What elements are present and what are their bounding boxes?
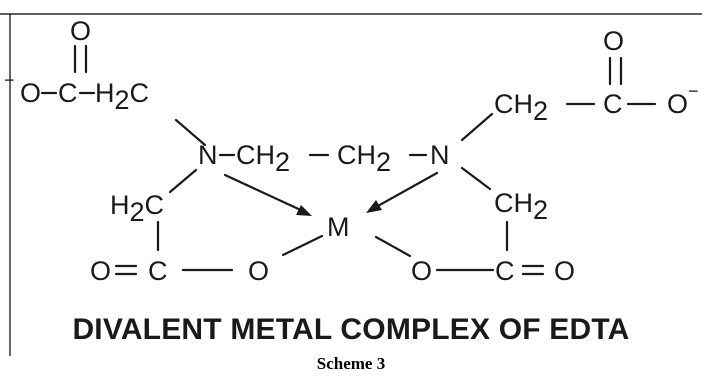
atom-h2c-lower-left: H2C [110,190,164,227]
atom-o-minus-left: O [20,78,41,108]
bond-m-o-right [374,235,412,258]
atom-n-left: N [198,140,218,170]
charge-minus-right: − [688,81,699,101]
atom-c-top-right: C [603,89,623,119]
atom-h2c-top-left: H2C [95,78,149,115]
bond-ch2-n-left [174,118,207,147]
atom-c-lower-right: C [495,256,515,286]
atom-ch2-bridge-right: CH2 [337,140,391,177]
atom-o-carbonyl-top-right: O [603,26,624,56]
atom-o-carbonyl-lower-right: O [554,256,575,286]
bond-n-h2c-lower-left [168,168,198,194]
atom-o-ring-left: O [248,256,269,286]
arrow-n-left-to-m [223,173,307,214]
bond-n-ch2-top-right [460,112,494,142]
scheme-caption: Scheme 3 [316,354,386,373]
atom-m-metal: M [327,212,350,242]
atom-o-carbonyl-top-left: O [70,16,91,46]
arrowhead-left [296,205,312,216]
atom-o-carbonyl-lower-left: O [90,256,111,286]
arrowhead-right [366,200,382,213]
atom-c-lower-left: C [148,256,168,286]
atom-ch2-bridge-left: CH2 [236,140,290,177]
atom-c-top-left: C [58,78,78,108]
atom-ch2-top-right: CH2 [494,89,548,126]
atom-n-right: N [430,140,450,170]
atom-ch2-lower-right: CH2 [494,188,548,225]
bond-o-m-left [281,234,324,257]
charge-minus-left: − [4,70,15,90]
arrow-n-right-to-m [374,171,439,209]
atom-o-minus-right: O [667,89,688,119]
atom-o-ring-right: O [411,256,432,286]
diagram-title: DIVALENT METAL COMPLEX OF EDTA [72,313,630,346]
bond-n-ch2-lower-right [460,166,492,191]
